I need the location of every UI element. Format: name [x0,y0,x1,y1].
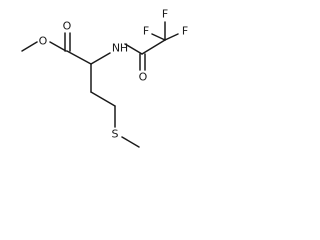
atom-labels: O O N H O F F F S [39,8,189,141]
bond-s-methyl [121,136,140,148]
atom-fluorine-top: F [162,8,168,21]
bond-methyl-o [21,41,38,52]
atom-fluorine-left: F [143,25,149,38]
atom-amide-oxygen: O [139,71,148,84]
bond-o-carbonyl-c [49,41,67,52]
bond-carbonyl-alpha [66,50,92,65]
bond-cf3-f-left [151,33,166,41]
bond-amide-cf3 [141,39,166,55]
atom-amide-nitrogen: N [112,42,120,55]
chemical-structure: O O N H O F F F S [21,8,189,148]
bonds [21,21,179,148]
bond-alpha-n [90,52,111,65]
atom-sulfur: S [112,128,119,141]
atom-amide-hydrogen: H [120,42,128,55]
atom-methoxy-oxygen: O [39,35,48,48]
bond-ch2-ch2 [90,91,116,107]
bond-n-amide-c [124,43,143,55]
atom-carbonyl-oxygen: O [63,20,72,33]
bond-cf3-f-right [164,33,179,41]
atom-fluorine-right: F [182,25,188,38]
